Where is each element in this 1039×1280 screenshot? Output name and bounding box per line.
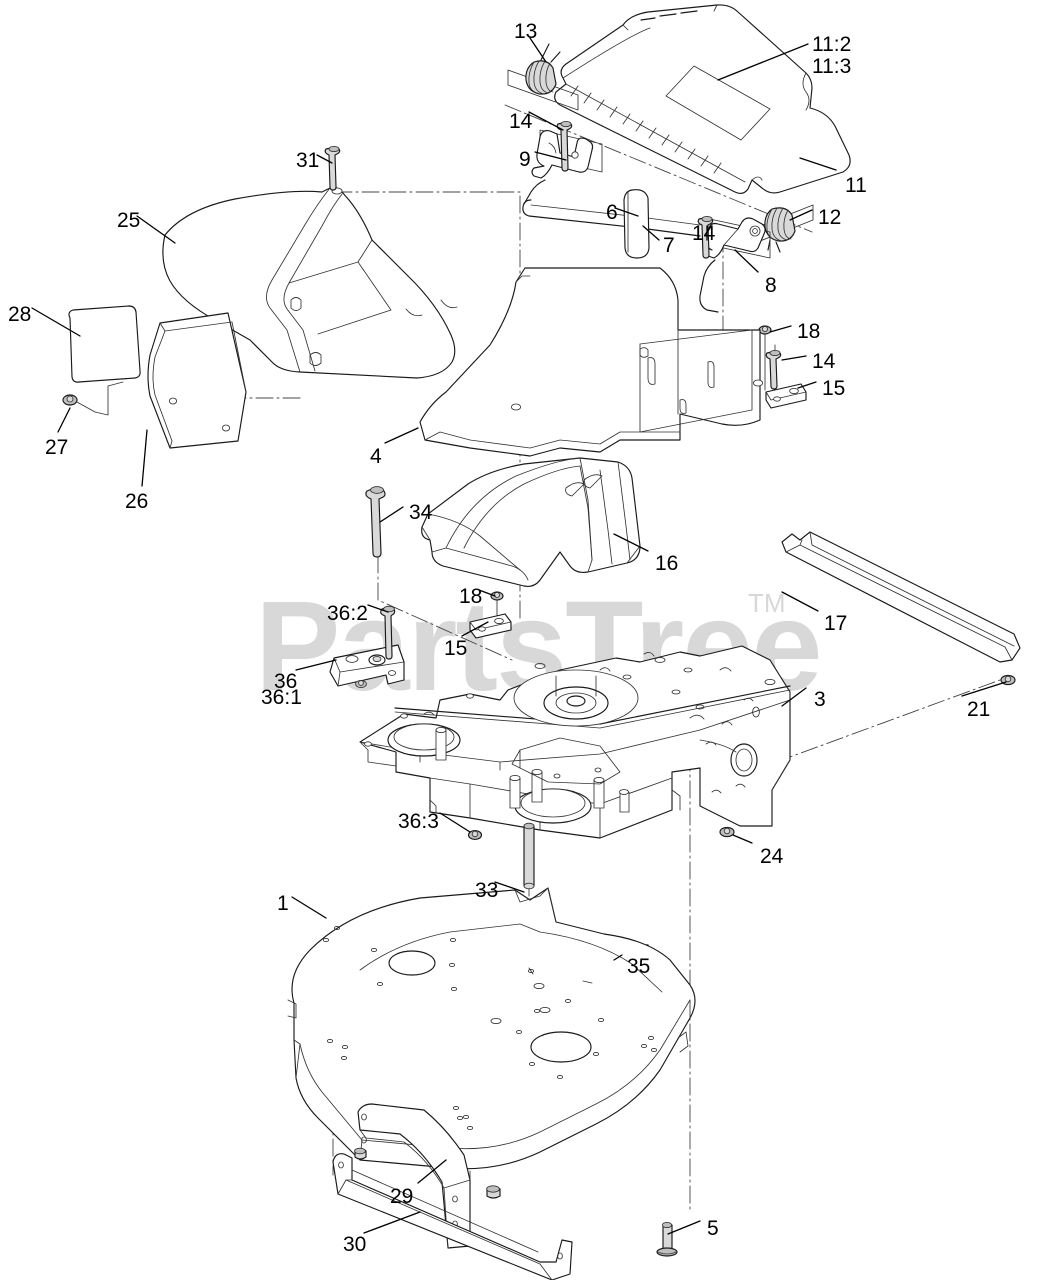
- callout-31: 31: [296, 149, 319, 172]
- callout-5: 5: [707, 1217, 719, 1240]
- part-1-mower-deck-housing: [287, 887, 696, 1170]
- part-5-carriage-bolt: [656, 1221, 678, 1257]
- callout-16: 16: [655, 552, 678, 575]
- part-25-grass-deflector: [162, 186, 458, 379]
- callout-15: 15: [444, 637, 467, 660]
- part-7-handle-grip: [623, 189, 650, 259]
- part-15-mounting-tab-right: [765, 383, 807, 409]
- callout-4: 4: [370, 445, 382, 468]
- callout-11: 11: [845, 174, 867, 197]
- part-34-long-bolt: [365, 486, 386, 558]
- leader-lines: [31, 37, 1007, 1235]
- callout-24: 24: [760, 845, 784, 868]
- part-30-skid-plate: [332, 1153, 573, 1280]
- callout-18: 18: [797, 320, 820, 343]
- part-11-hood-cover: [554, 4, 851, 195]
- part-4-rear-shield: [419, 267, 764, 457]
- watermark-trademark: TM: [748, 588, 786, 618]
- part-27-nut-deflector: [62, 394, 96, 413]
- part-18-flange-nut-mid: [490, 591, 504, 619]
- part-3-deck-frame-assembly: [359, 645, 791, 839]
- callout-28: 28: [8, 303, 31, 326]
- callout-15: 15: [822, 377, 845, 400]
- part-14-shoulder-bolt-upper: [556, 120, 573, 172]
- callout-36-3: 36:3: [398, 810, 439, 833]
- callout-3: 3: [814, 688, 826, 711]
- callout-25: 25: [117, 209, 140, 232]
- callout-26: 26: [125, 490, 148, 513]
- callout-14: 14: [812, 350, 836, 373]
- callout-11-2: 11:2: [812, 33, 851, 56]
- callout-36: 36: [274, 670, 297, 693]
- callout-12: 12: [818, 206, 841, 229]
- callout-17: 17: [824, 612, 847, 635]
- callout-36-1: 36:1: [261, 686, 302, 709]
- callout-8: 8: [765, 274, 777, 297]
- part-17-baffle-strip: [781, 531, 1021, 663]
- callout-29: 29: [390, 1185, 413, 1208]
- callout-34: 34: [409, 501, 433, 524]
- part-31-hinge-bolt: [324, 145, 341, 191]
- part-28-deflector-pad: [68, 305, 141, 383]
- deflector-link: [94, 381, 124, 416]
- callout-9: 9: [519, 148, 531, 171]
- callout-30: 30: [343, 1233, 366, 1256]
- part-15-mounting-tab-mid: [469, 613, 512, 639]
- callout-11-3: 11:3: [812, 55, 851, 78]
- callout-35: 35: [627, 955, 650, 978]
- part-33-spacer-rod: [523, 822, 535, 890]
- callout-7: 7: [663, 234, 675, 257]
- callout-6: 6: [606, 201, 618, 224]
- part-13-torsion-spring-left: [507, 43, 579, 111]
- part-36-2-bracket-bolt: [380, 605, 396, 660]
- callout-21: 21: [967, 698, 990, 721]
- callout-14: 14: [509, 110, 533, 133]
- callout-13: 13: [514, 20, 537, 43]
- callout-33: 33: [475, 879, 498, 902]
- part-8-right-latch-bracket: [699, 217, 771, 313]
- part-14-shoulder-bolt-right: [765, 349, 782, 390]
- callout-1: 1: [277, 892, 289, 915]
- bracket-fasteners: [354, 1147, 501, 1199]
- part-36-3-bracket-nut: [467, 830, 483, 840]
- part-26-deflector-plate: [147, 312, 247, 449]
- part-24-lock-nut: [719, 826, 735, 838]
- hood-decal: [665, 65, 771, 141]
- callout-18: 18: [459, 585, 482, 608]
- callout-36-2: 36:2: [327, 602, 368, 625]
- callout-14: 14: [692, 222, 716, 245]
- part-16-discharge-chute: [421, 457, 641, 587]
- part-14-shoulder-bolt-mid: [697, 215, 714, 259]
- callout-27: 27: [45, 436, 68, 459]
